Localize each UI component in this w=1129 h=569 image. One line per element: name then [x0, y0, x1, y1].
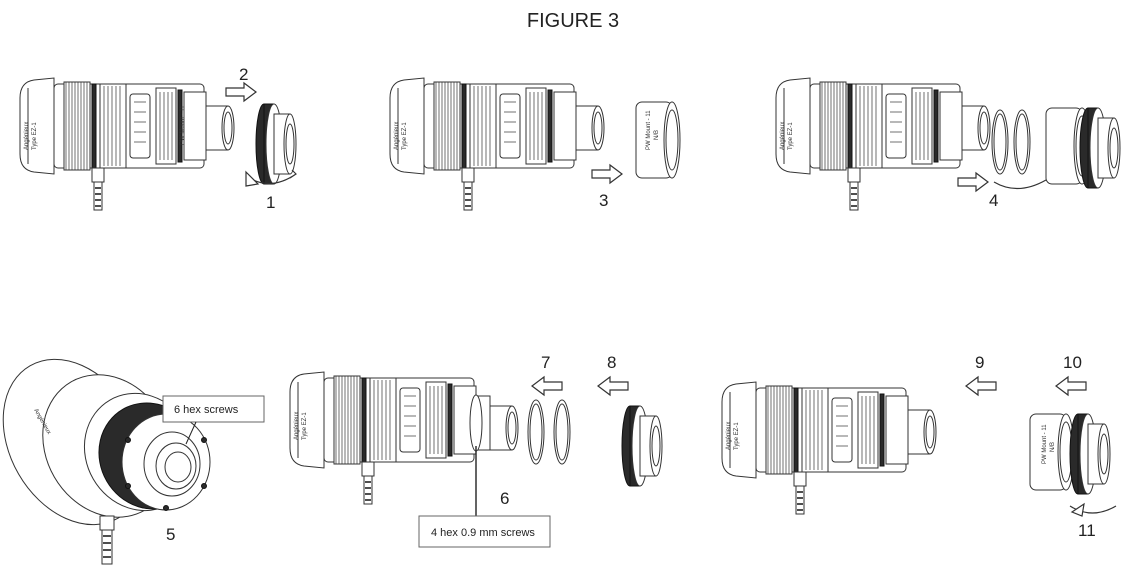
- lens-rear-tube: [205, 105, 235, 151]
- cap-mount-label: PW Mount - 11: [646, 110, 652, 150]
- shim-ring: [991, 109, 1009, 175]
- rear-tube: [143, 431, 201, 497]
- grip-knurl: [103, 535, 111, 558]
- step-number: 7: [541, 353, 550, 372]
- shim-ring: [527, 399, 545, 465]
- lens-body: [19, 77, 207, 211]
- step-number: 1: [266, 193, 275, 212]
- figure-title: FIGURE 3: [527, 10, 619, 32]
- mount-ring: [1013, 109, 1031, 175]
- lens-rear-tube: [489, 405, 519, 451]
- grip-rod: [101, 529, 113, 565]
- lens-rear-tube: [575, 105, 605, 151]
- lens-rear-tube: [961, 105, 991, 151]
- arrow-left-icon: [965, 376, 997, 396]
- arrow-right-icon: [225, 82, 257, 102]
- panel-step-1-2: Angénieux Type EZ-1 PW Mount - 11 2 1: [19, 65, 297, 212]
- rotate-arrow-icon: [1069, 505, 1117, 514]
- lens-body: [289, 371, 477, 505]
- panel-step-3: Angénieux Type EZ-1 PW Mount - 11 N/B 3: [389, 77, 681, 211]
- pl-mount: [1069, 413, 1111, 495]
- rotate-arrow-head-icon: [1070, 502, 1085, 517]
- callout-box-small-screws: [418, 515, 551, 548]
- panel-step-6-8: Angénieux Type EZ-1 7 8 6 4 hex 0.9 mm s…: [289, 353, 663, 548]
- cap-mount-sub-label: N/B: [1050, 442, 1056, 452]
- callout-leader-line: [185, 421, 197, 445]
- step-number: 2: [239, 65, 248, 84]
- rear-lens-element: [155, 442, 197, 490]
- step-number: 5: [166, 525, 175, 544]
- callout-hex-screws: 6 hex screws: [174, 404, 239, 416]
- lens-mount-label: PW Mount - 11: [180, 105, 186, 145]
- rotate-arrow-head-icon: [245, 170, 260, 187]
- pl-mount: [1079, 107, 1121, 189]
- callout-box-hex-screws: [162, 395, 265, 423]
- lens-body: [721, 381, 909, 515]
- cap-mount-sub-label: N/B: [654, 130, 660, 140]
- lens-rear-tube: [907, 409, 937, 455]
- pl-mount: [255, 103, 297, 185]
- lens-type-label: Type EZ-1: [302, 412, 308, 440]
- arrow-right-icon: [957, 172, 989, 192]
- lens-type-label: Type EZ-1: [32, 122, 38, 150]
- panel-step-4: Angénieux Type EZ-1 4: [775, 77, 1121, 211]
- arrow-left-icon: [597, 376, 629, 396]
- lens-type-label: Type EZ-1: [402, 122, 408, 150]
- lens-brand-label: Angénieux: [294, 412, 300, 440]
- rotate-arrow-icon: [993, 179, 1047, 190]
- arrow-right-icon: [591, 164, 623, 184]
- panel-step-5: Angénieux 6 hex screws 5: [2, 358, 265, 565]
- lens-type-label: Type EZ-1: [788, 122, 794, 150]
- step-number: 10: [1063, 353, 1082, 372]
- lens-body: [389, 77, 577, 211]
- rear-flange-face: [469, 394, 483, 452]
- cap-mount-label: PW Mount - 11: [1042, 424, 1048, 464]
- arrow-left-icon: [531, 376, 563, 396]
- lens-brand-label: Angénieux: [780, 122, 786, 150]
- arrow-left-icon: [1055, 376, 1087, 396]
- lens-body: [775, 77, 963, 211]
- step-number: 11: [1078, 521, 1096, 540]
- step-number: 6: [500, 489, 509, 508]
- grip-rod-base: [99, 515, 115, 531]
- lens-brand-label: Angénieux: [394, 122, 400, 150]
- lens-brand-label: Angénieux: [24, 122, 30, 150]
- lens-type-label: Type EZ-1: [734, 422, 740, 450]
- mount-ring: [553, 399, 571, 465]
- step-number: 3: [599, 191, 608, 210]
- step-number: 8: [607, 353, 616, 372]
- rear-lens-inner: [164, 451, 192, 483]
- step-number: 4: [989, 191, 998, 210]
- lens-brand-label: Angénieux: [726, 422, 732, 450]
- pl-mount: [621, 405, 663, 487]
- panel-step-9-11: Angénieux Type EZ-1 PW Mount - 11 N/B 9 …: [721, 353, 1117, 540]
- step-number: 9: [975, 353, 984, 372]
- callout-small-screws: 4 hex 0.9 mm screws: [431, 527, 535, 539]
